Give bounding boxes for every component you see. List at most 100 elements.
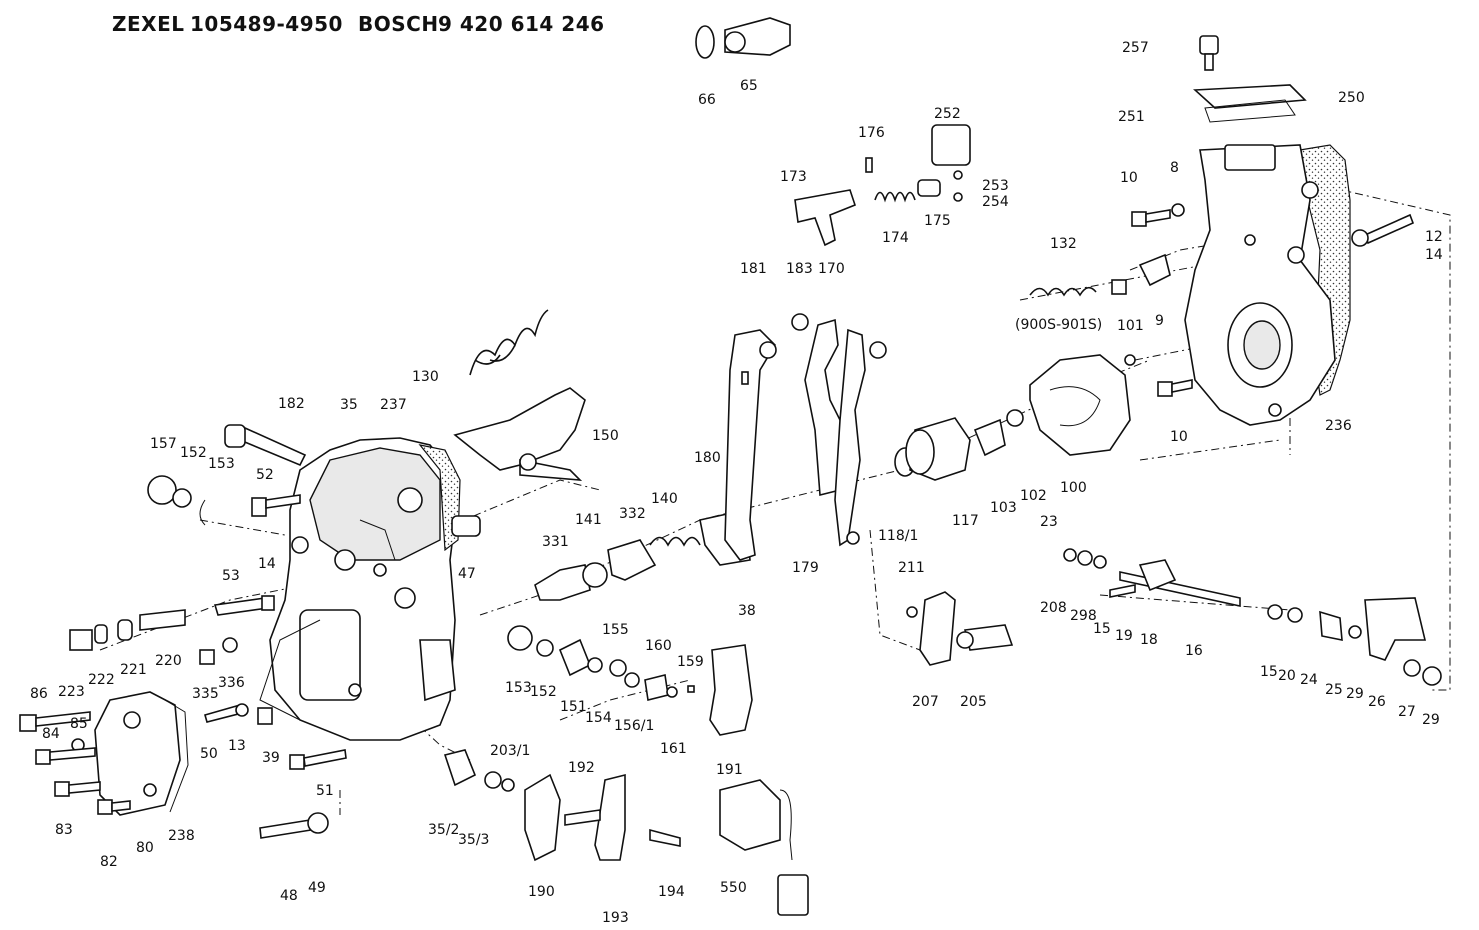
callout-label: 222 [88, 672, 115, 688]
callout-label: 8 [1170, 160, 1179, 176]
callout-label: 180 [694, 450, 721, 466]
title-maker-zexel: ZEXEL [112, 12, 185, 36]
callout-label: 150 [592, 428, 619, 444]
callout-label: 10 [1120, 170, 1138, 186]
callout-label: 170 [818, 261, 845, 277]
flyweight-assembly [894, 354, 1136, 481]
left-bolts [19, 424, 481, 839]
callout-label: 141 [575, 512, 602, 528]
callout-label: 335 [192, 686, 219, 702]
callout-label: 103 [990, 500, 1017, 516]
callout-label: 84 [42, 726, 60, 742]
spring-and-lever [453, 309, 586, 481]
callout-label: 181 [740, 261, 767, 277]
callout-label: 14 [258, 556, 276, 572]
lever-170 [791, 313, 887, 547]
callout-label: 208 [1040, 600, 1067, 616]
callout-label: 159 [677, 654, 704, 670]
callout-label: 49 [308, 880, 326, 896]
callout-label: 65 [740, 78, 758, 94]
callout-label: 298 [1070, 608, 1097, 624]
callout-label: 550 [720, 880, 747, 896]
callout-label: 48 [280, 888, 298, 904]
callout-label: 117 [952, 513, 979, 529]
callout-label: 336 [218, 675, 245, 691]
callout-label: 252 [934, 106, 961, 122]
callout-label: 24 [1300, 672, 1318, 688]
callout-label: 155 [602, 622, 629, 638]
callout-label: 182 [278, 396, 305, 412]
callout-label: 39 [262, 750, 280, 766]
center-spool [534, 509, 751, 601]
callout-label: 35 [340, 397, 358, 413]
shaft-16 [1063, 548, 1442, 686]
callout-label: 118/1 [878, 528, 918, 544]
callout-label: 160 [645, 638, 672, 654]
callout-label: 53 [222, 568, 240, 584]
callout-label: 152 [180, 445, 207, 461]
callout-label: 174 [882, 230, 909, 246]
callout-label: 205 [960, 694, 987, 710]
lever-181 [724, 329, 777, 561]
callout-label: 207 [912, 694, 939, 710]
callout-label: 15 [1093, 621, 1111, 637]
callout-label: 253 [982, 178, 1009, 194]
callout-label: 179 [792, 560, 819, 576]
callout-label: 130 [412, 369, 439, 385]
callout-label: 83 [55, 822, 73, 838]
callout-label: 331 [542, 534, 569, 550]
callout-label: 250 [1338, 90, 1365, 106]
callout-label: 38 [738, 603, 756, 619]
center-lines [99, 149, 1451, 815]
callout-label: 132 [1050, 236, 1077, 252]
callout-label: 14 [1425, 247, 1443, 263]
callout-label: 156/1 [614, 718, 654, 734]
callout-label: 194 [658, 884, 685, 900]
callout-label: 238 [168, 828, 195, 844]
callout-label: 152 [530, 684, 557, 700]
callout-label: 140 [651, 491, 678, 507]
callout-label: 10 [1170, 429, 1188, 445]
lever-207 [906, 591, 1014, 666]
callout-label: 251 [1118, 109, 1145, 125]
callout-label: 23 [1040, 514, 1058, 530]
callout-label: 85 [70, 716, 88, 732]
callout-label: 86 [30, 686, 48, 702]
callout-label: 80 [136, 840, 154, 856]
title-maker-bosch: BOSCH [358, 12, 439, 36]
callout-label: 192 [568, 760, 595, 776]
callout-label: 236 [1325, 418, 1352, 434]
callout-label: 332 [619, 506, 646, 522]
callout-label: 203/1 [490, 743, 530, 759]
callout-label: 18 [1140, 632, 1158, 648]
callout-label: 254 [982, 194, 1009, 210]
governor-housing [259, 437, 461, 741]
callout-label: 223 [58, 684, 85, 700]
callout-label: 157 [150, 436, 177, 452]
callout-label: 220 [155, 653, 182, 669]
callout-label: 29 [1346, 686, 1364, 702]
callout-label: 35/2 [428, 822, 459, 838]
callout-label: 191 [716, 762, 743, 778]
title-number-bosch: 9 420 614 246 [438, 12, 605, 36]
callout-label: 102 [1020, 488, 1047, 504]
callout-label: 50 [200, 746, 218, 762]
callout-label: 82 [100, 854, 118, 870]
callout-label: 151 [560, 699, 587, 715]
callout-label: 25 [1325, 682, 1343, 698]
cover-plate [94, 691, 189, 816]
callout-label: 237 [380, 397, 407, 413]
callout-label: 190 [528, 884, 555, 900]
callout-label: (900S-901S) [1015, 317, 1102, 333]
callout-label: 19 [1115, 628, 1133, 644]
callout-label: 257 [1122, 40, 1149, 56]
callout-label: 173 [780, 169, 807, 185]
title-number-zexel: 105489-4950 [190, 12, 343, 36]
callout-label: 35/3 [458, 832, 489, 848]
governor-cover-right [1184, 144, 1351, 426]
callout-label: 211 [898, 560, 925, 576]
callout-label: 27 [1398, 704, 1416, 720]
callout-labels: 2572502512522532541761731741756665810121… [30, 40, 1443, 926]
callout-label: 47 [458, 566, 476, 582]
